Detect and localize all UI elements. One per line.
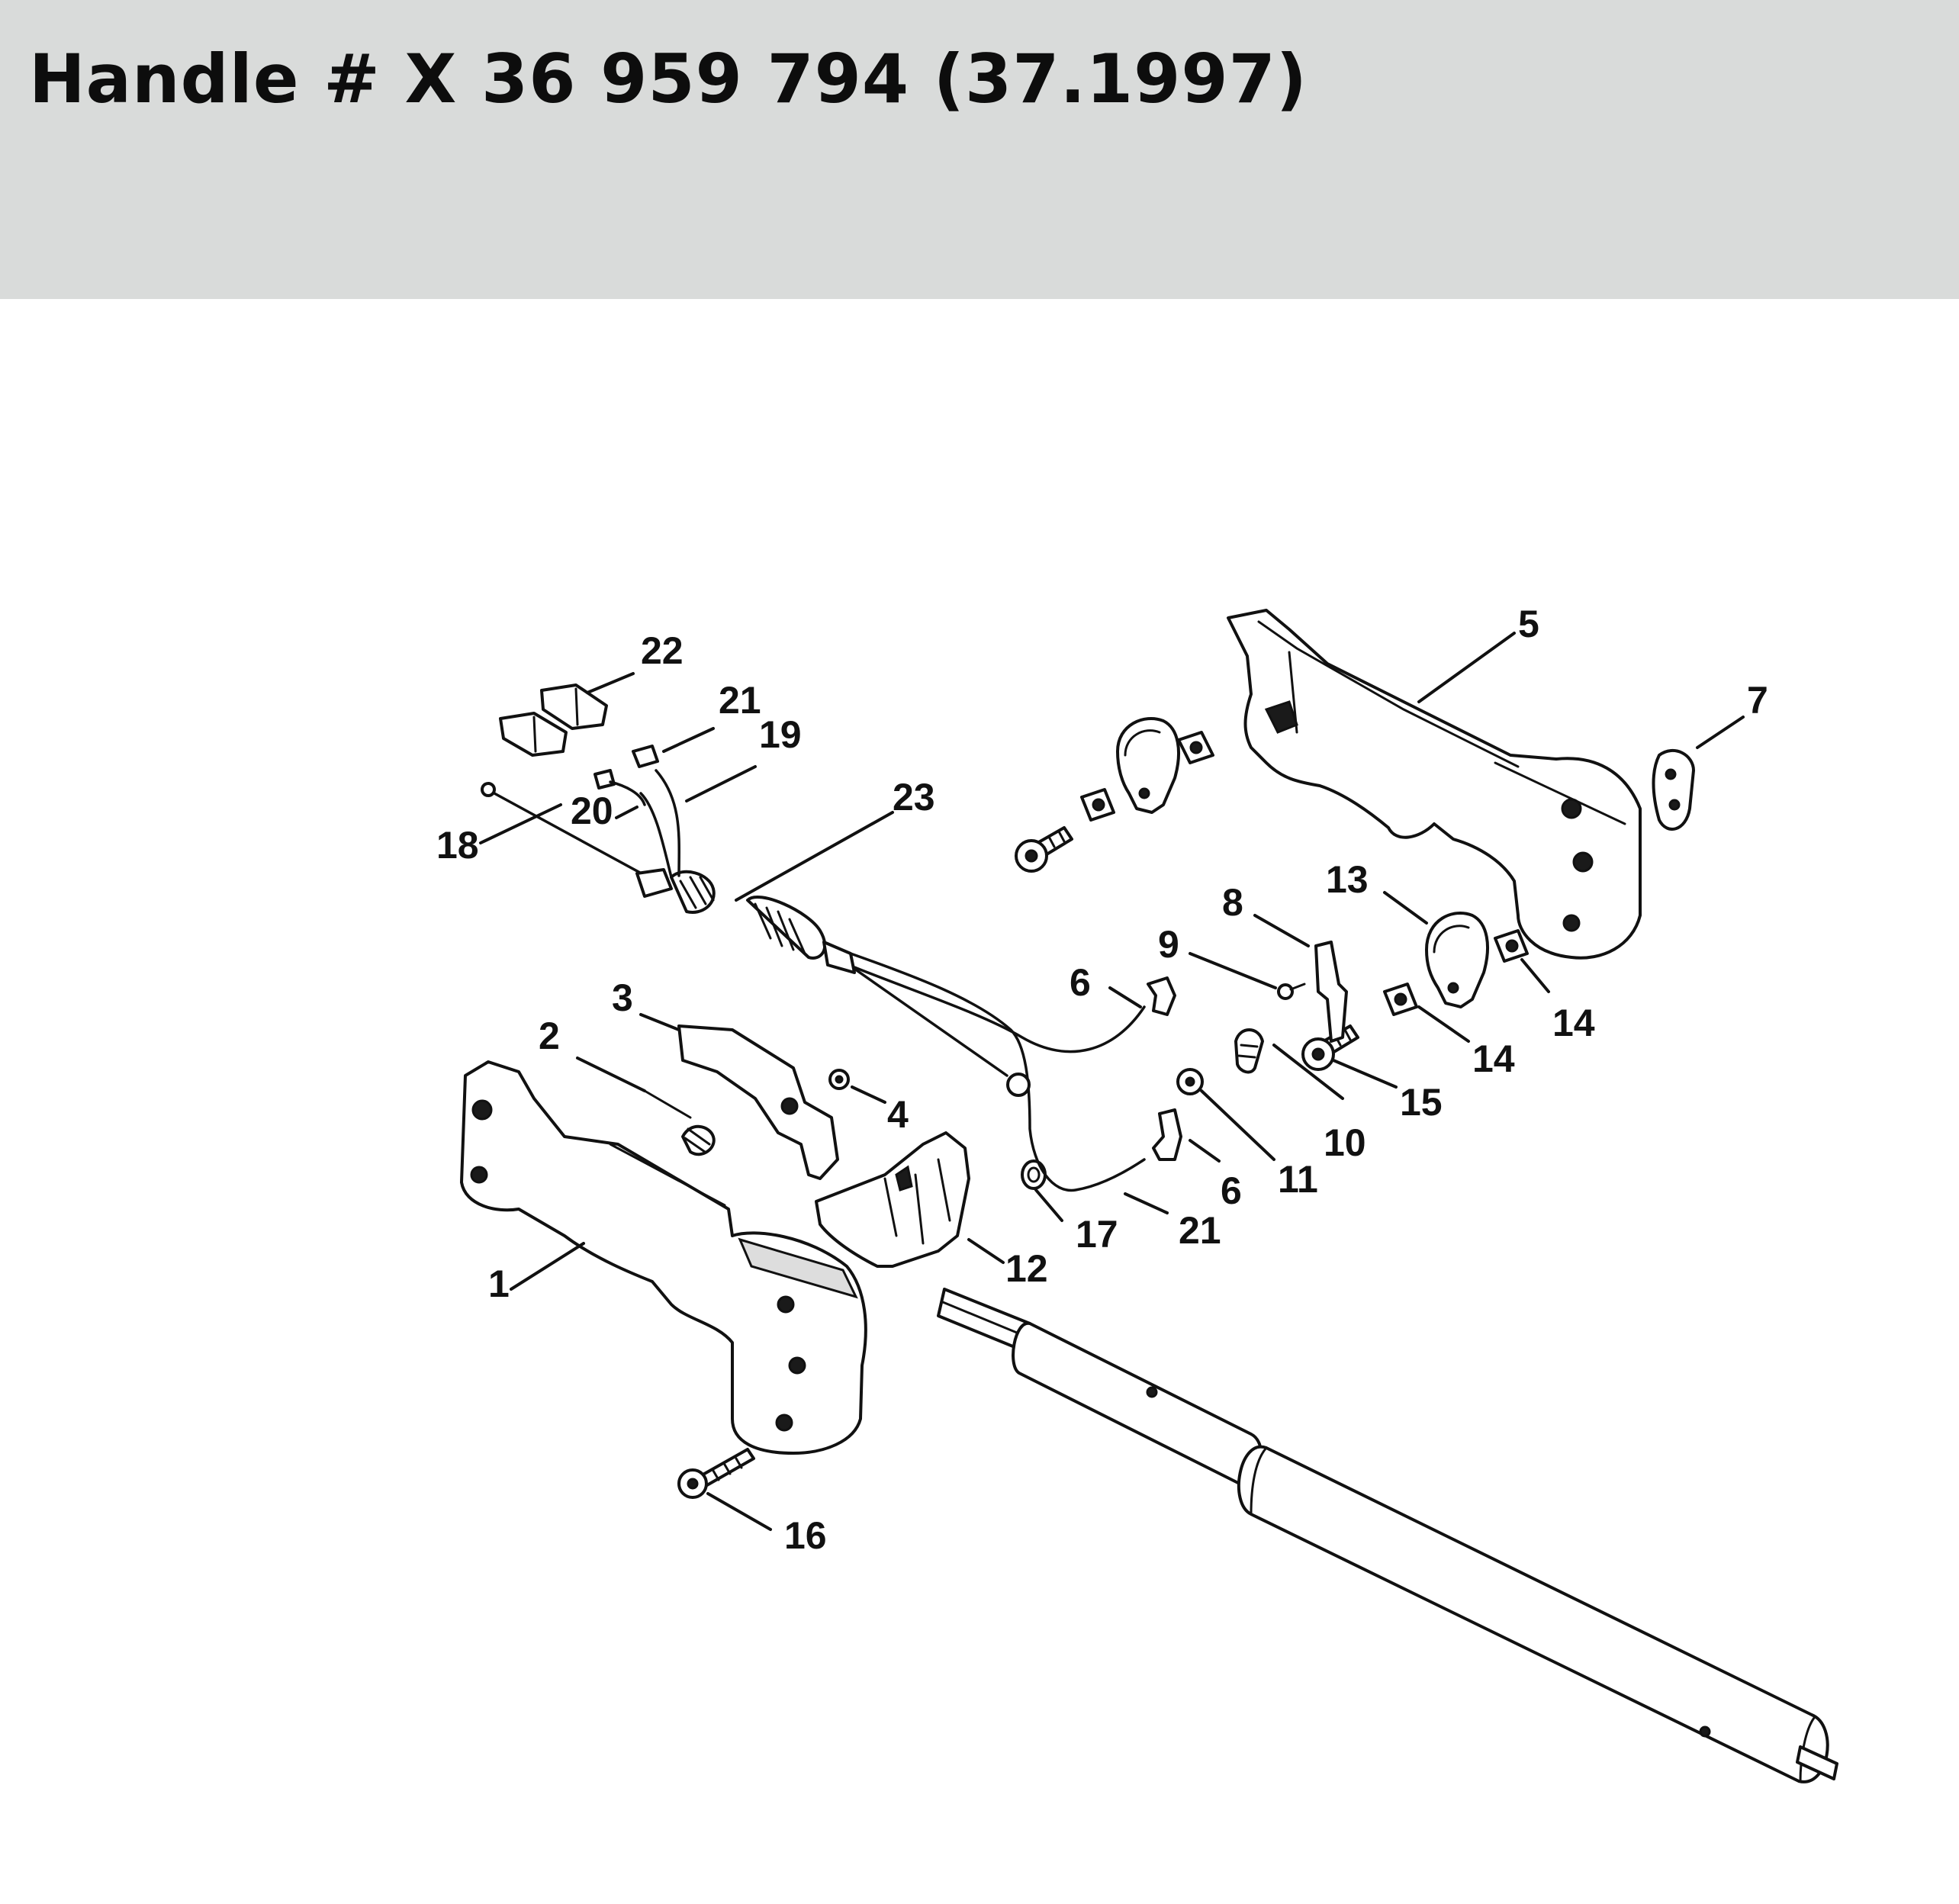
callout-19: 19: [759, 713, 802, 756]
screw-long: [677, 1448, 755, 1499]
plate-upper-b: [1080, 788, 1115, 822]
callout-23: 23: [893, 776, 935, 819]
leader-lines: [479, 632, 1745, 1531]
plate-lower-b: [1383, 983, 1418, 1016]
callout-18: 18: [436, 824, 479, 867]
throttle-trigger: [677, 1024, 839, 1180]
handle-half-right: [1227, 609, 1642, 960]
callout-3: 3: [612, 976, 633, 1019]
callout-14b: 14: [1472, 1037, 1515, 1080]
callout-14a: 14: [1552, 1002, 1595, 1044]
handle-half-left: [460, 1060, 867, 1455]
wiring-harness: [481, 683, 1146, 1192]
page-title: Handle # X 36 959 794 (37.1997): [29, 40, 1308, 118]
callout-21b: 21: [1179, 1209, 1221, 1252]
callout-13: 13: [1326, 858, 1369, 901]
title-banner: Handle # X 36 959 794 (37.1997): [0, 0, 1959, 299]
callout-5: 5: [1518, 603, 1539, 645]
callout-9: 9: [1158, 923, 1179, 966]
callout-16: 16: [784, 1514, 827, 1557]
screw-small: [1277, 983, 1306, 1000]
compression-spring: [1234, 1028, 1264, 1074]
end-cap: [1652, 749, 1695, 831]
callout-2: 2: [539, 1015, 560, 1057]
exploded-parts-diagram: 1 2 3 4 5 6 6 7 8 9 10 11 12 13 14 14 15…: [0, 299, 1959, 1904]
drive-tube: [937, 1288, 1838, 1783]
clamp-upper: [1116, 716, 1180, 814]
contact-plate-lower: [1152, 1108, 1182, 1161]
callout-6a: 6: [1070, 961, 1091, 1004]
switch-housing: [815, 1131, 970, 1268]
plate-upper-a: [1177, 731, 1214, 764]
ring-clip: [1021, 1159, 1047, 1190]
callout-1: 1: [488, 1262, 510, 1305]
callout-17: 17: [1076, 1213, 1118, 1256]
callout-10: 10: [1324, 1121, 1366, 1164]
contact-spring: [1314, 941, 1348, 1043]
callout-22: 22: [641, 629, 684, 672]
callout-20: 20: [571, 790, 613, 832]
screw-socket-lower: [1301, 1024, 1359, 1071]
callout-6b: 6: [1221, 1169, 1242, 1212]
callout-15: 15: [1400, 1081, 1443, 1124]
callout-11: 11: [1278, 1158, 1318, 1201]
callout-labels: 1 2 3 4 5 6 6 7 8 9 10 11 12 13 14 14 15…: [436, 603, 1768, 1557]
callout-21a: 21: [719, 679, 761, 722]
contact-plate-upper: [1147, 976, 1176, 1016]
nut-small: [828, 1069, 850, 1090]
callout-8: 8: [1222, 881, 1243, 924]
torsion-spring: [643, 1089, 716, 1156]
callout-12: 12: [1005, 1247, 1048, 1290]
clamp-lower: [1425, 912, 1489, 1008]
callout-7: 7: [1747, 679, 1768, 722]
push-button: [1176, 1068, 1204, 1095]
plate-lower-a: [1494, 929, 1529, 963]
screw-socket-upper: [1015, 826, 1073, 873]
callout-4: 4: [887, 1093, 909, 1136]
